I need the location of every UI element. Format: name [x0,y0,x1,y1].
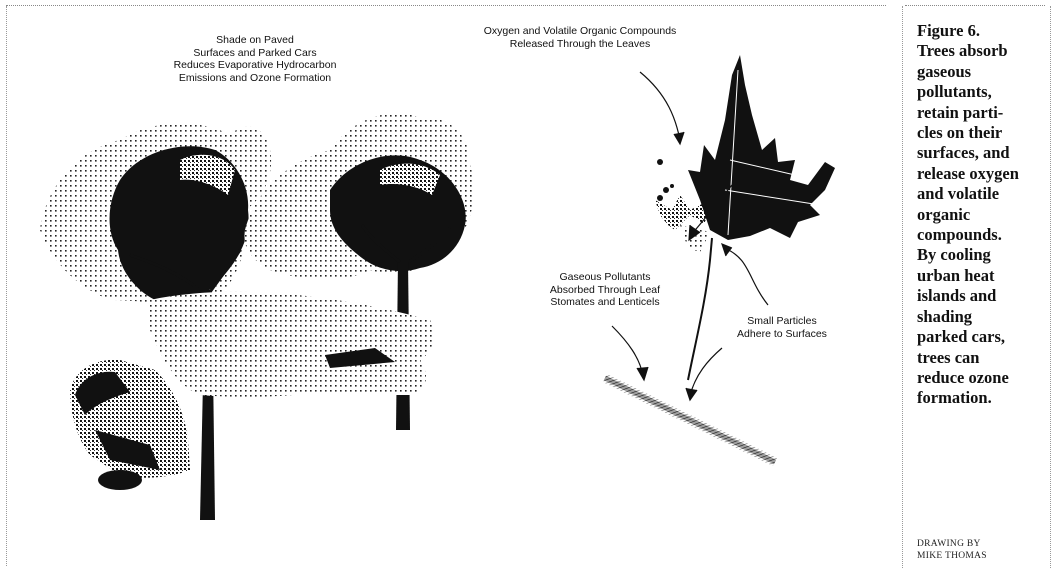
caption-line: islands and [917,286,1049,306]
particles-label-line: Adhere to Surfaces [712,328,852,341]
gaseous-label-line: Gaseous Pollutants [530,271,680,284]
caption-line: By cooling [917,245,1049,265]
gaseous-pollutants-label: Gaseous Pollutants Absorbed Through Leaf… [530,271,680,309]
caption-line: cles on their [917,123,1049,143]
caption-left-dotted-border [902,6,903,568]
oxygen-label: Oxygen and Volatile Organic Compounds Re… [460,25,700,50]
figure-caption: Figure 6. Trees absorb gaseous pollutant… [917,21,1049,409]
gaseous-label-line: Stomates and Lenticels [530,296,680,309]
shade-label-line: Emissions and Ozone Formation [140,72,370,85]
caption-line: Trees absorb [917,41,1049,61]
caption-line: trees can [917,348,1049,368]
caption-line: reduce ozone [917,368,1049,388]
caption-line: compounds. [917,225,1049,245]
caption-line: and volatile [917,184,1049,204]
trees-and-leaf-illustration [0,0,890,573]
caption-line: gaseous [917,62,1049,82]
caption-line: Figure 6. [917,21,1049,41]
credit-line: MIKE THOMAS [917,550,1047,562]
drawing-credit: DRAWING BY MIKE THOMAS [917,538,1047,562]
shade-label-line: Reduces Evaporative Hydrocarbon [140,59,370,72]
caption-line: urban heat [917,266,1049,286]
caption-line: release oxygen [917,164,1049,184]
caption-line: organic [917,205,1049,225]
particles-label-line: Small Particles [712,315,852,328]
caption-top-dotted-border [905,5,1045,6]
caption-line: pollutants, [917,82,1049,102]
caption-line: surfaces, and [917,143,1049,163]
credit-line: DRAWING BY [917,538,1047,550]
gaseous-label-line: Absorbed Through Leaf [530,284,680,297]
caption-line: shading [917,307,1049,327]
caption-line: retain parti- [917,103,1049,123]
shade-label: Shade on Paved Surfaces and Parked Cars … [140,34,370,84]
oxygen-label-line: Oxygen and Volatile Organic Compounds [460,25,700,38]
parked-car-left [70,360,190,490]
oxygen-label-line: Released Through the Leaves [460,38,700,51]
shade-label-line: Surfaces and Parked Cars [140,47,370,60]
shade-label-line: Shade on Paved [140,34,370,47]
caption-right-dotted-border [1050,6,1051,568]
caption-line: parked cars, [917,327,1049,347]
small-particles-label: Small Particles Adhere to Surfaces [712,315,852,340]
caption-line: formation. [917,388,1049,408]
